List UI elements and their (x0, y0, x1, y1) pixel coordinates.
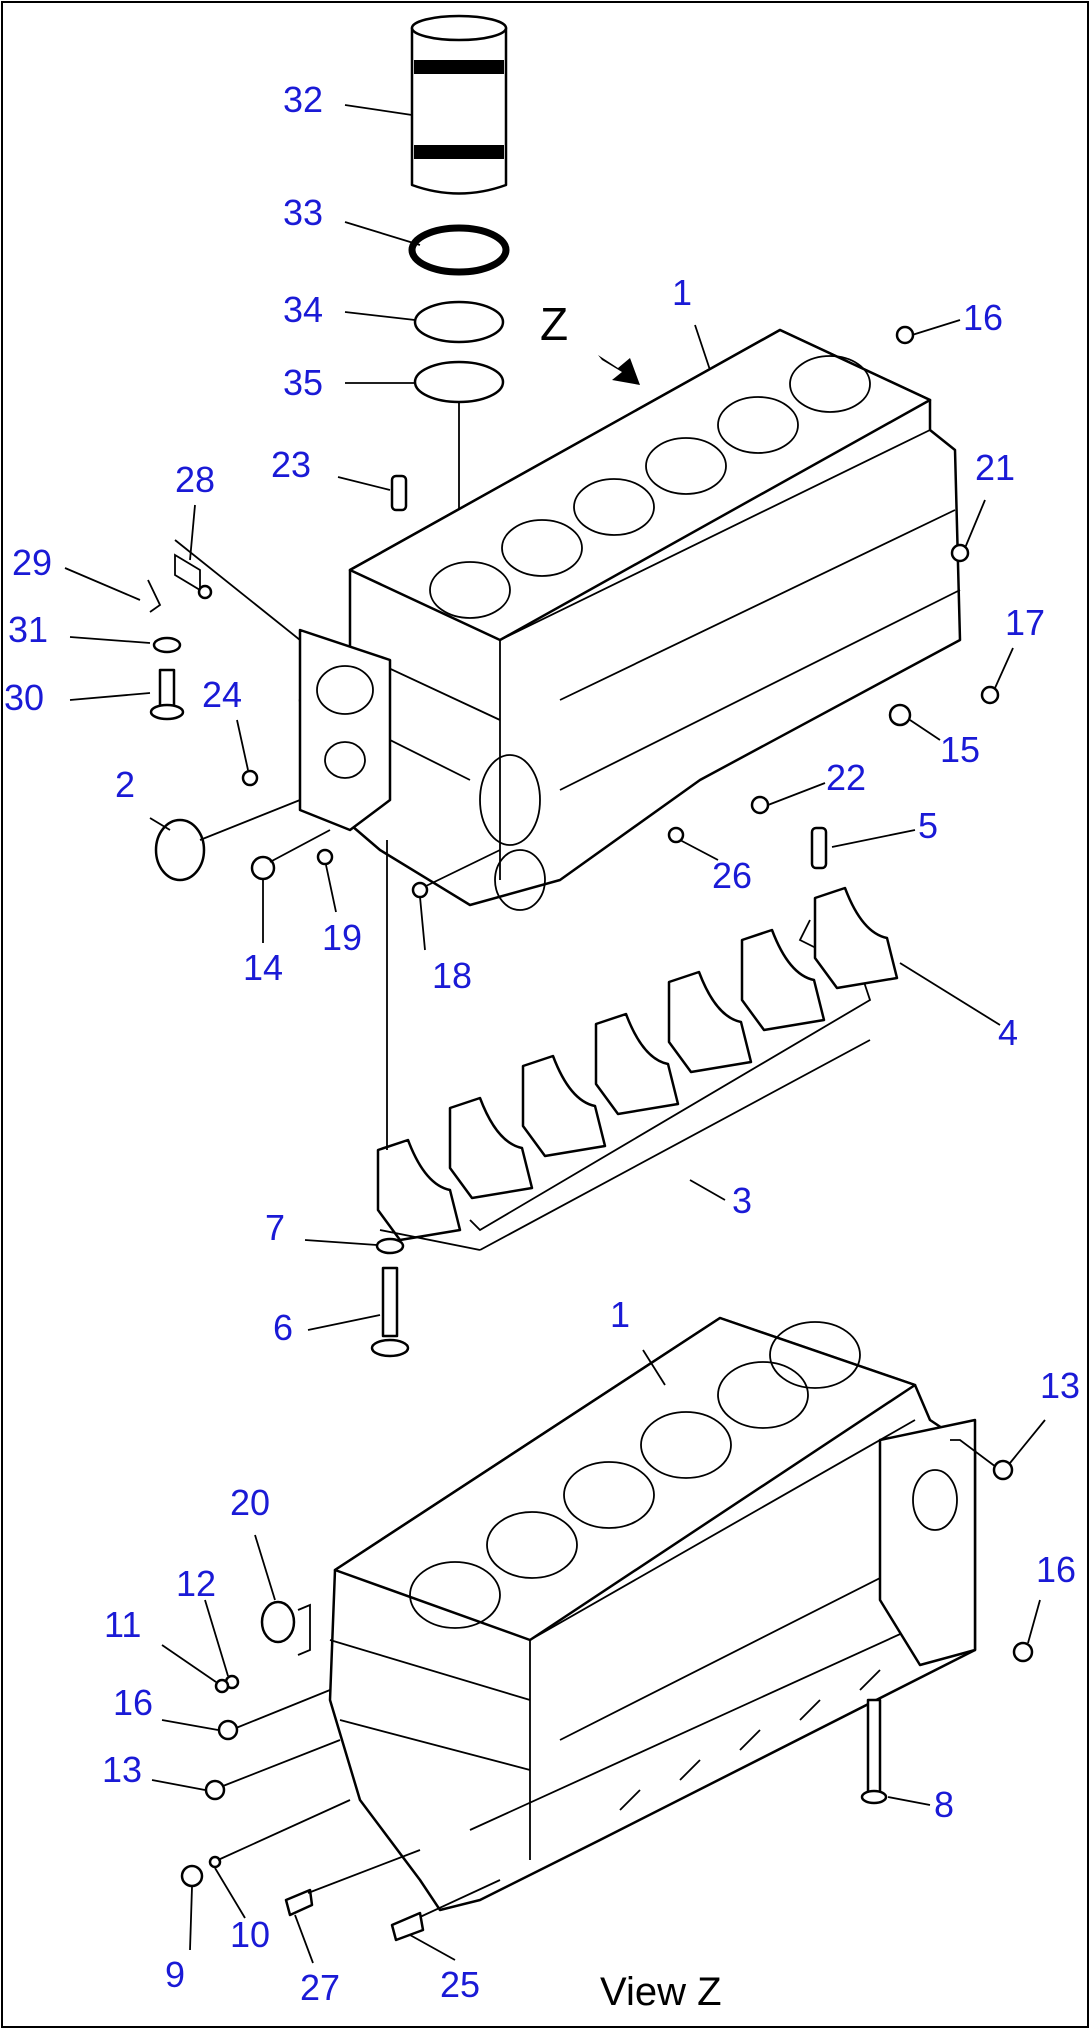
bolt-30 (149, 668, 185, 721)
callout-14: 14 (243, 947, 283, 988)
callout-28: 28 (175, 459, 215, 500)
callout-3: 3 (732, 1180, 752, 1221)
callout-30: 30 (4, 677, 44, 718)
dowel-25 (390, 1911, 425, 1942)
plug-16-right (1012, 1641, 1034, 1663)
plug-15 (888, 703, 912, 727)
callout-1-upper: 1 (672, 272, 692, 313)
callout-13-left: 13 (102, 1749, 142, 1790)
o-ring-34 (413, 300, 505, 344)
callout-34: 34 (283, 289, 323, 330)
callout-10: 10 (230, 1914, 270, 1955)
plug-9 (180, 1864, 204, 1888)
callout-6: 6 (273, 1307, 293, 1348)
plug-22 (750, 795, 770, 815)
callout-8: 8 (934, 1784, 954, 1825)
plug-16-upper (895, 325, 915, 345)
callout-11: 11 (104, 1604, 141, 1645)
callout-33: 33 (283, 192, 323, 233)
plug-21 (950, 543, 970, 563)
callout-29: 29 (12, 542, 52, 583)
callout-12: 12 (176, 1563, 216, 1604)
callout-32: 32 (283, 79, 323, 120)
callout-18: 18 (432, 955, 472, 996)
cylinder-liner-32 (410, 14, 508, 195)
callout-35: 35 (283, 362, 323, 403)
plug-26 (667, 826, 685, 844)
callout-25: 25 (440, 1964, 480, 2005)
callout-13-right: 13 (1040, 1365, 1080, 1406)
washer-7 (375, 1237, 405, 1255)
cylinder-block-lower (328, 1316, 977, 1912)
plug-16-left (217, 1719, 239, 1741)
view-z-caption: View Z (600, 1970, 722, 2014)
callout-21: 21 (975, 447, 1015, 488)
callout-19: 19 (322, 917, 362, 958)
view-z-marker: Z (540, 298, 568, 350)
plug-18 (411, 881, 429, 899)
main-bearing-caps (376, 886, 899, 1251)
washer-14 (250, 855, 276, 881)
callout-5: 5 (918, 805, 938, 846)
callout-labels: 32 33 34 35 23 28 29 31 30 24 2 14 19 18… (4, 79, 1080, 2008)
plug-13-left (204, 1779, 226, 1801)
callout-15: 15 (940, 729, 980, 770)
plug-2 (154, 818, 206, 882)
callout-23: 23 (271, 444, 311, 485)
dowel-5 (810, 826, 828, 870)
o-ring-35 (413, 360, 505, 404)
callout-16-right: 16 (1036, 1549, 1076, 1590)
callout-16-upper: 16 (963, 297, 1003, 338)
plug-11 (214, 1678, 230, 1694)
plug-24 (241, 769, 259, 787)
bolt-6 (370, 1266, 410, 1358)
callout-17: 17 (1005, 602, 1045, 643)
callout-2: 2 (115, 764, 135, 805)
cylinder-block-upper (298, 328, 962, 911)
callout-27: 27 (300, 1967, 340, 2008)
callout-1-lower: 1 (610, 1294, 630, 1335)
seal-ring-33 (408, 224, 510, 276)
dowel-23 (390, 474, 408, 512)
callout-24: 24 (202, 674, 242, 715)
callout-16-left: 16 (113, 1682, 153, 1723)
plug-17 (980, 685, 1000, 705)
callout-22: 22 (826, 757, 866, 798)
front-plate (298, 628, 392, 832)
bolt-8 (860, 1698, 888, 1805)
callout-31: 31 (8, 609, 48, 650)
callout-4: 4 (998, 1012, 1018, 1053)
callout-9: 9 (165, 1954, 185, 1995)
callout-7: 7 (265, 1207, 285, 1248)
callout-20: 20 (230, 1482, 270, 1523)
plug-20 (260, 1600, 296, 1644)
leader-lines (64, 104, 1046, 1964)
plug-10 (208, 1855, 222, 1869)
plug-19 (316, 848, 334, 866)
callout-26: 26 (712, 855, 752, 896)
washer-31 (152, 636, 182, 654)
dowel-27 (284, 1888, 314, 1917)
view-z-arrow (598, 355, 640, 385)
plug-13-right (992, 1459, 1014, 1481)
